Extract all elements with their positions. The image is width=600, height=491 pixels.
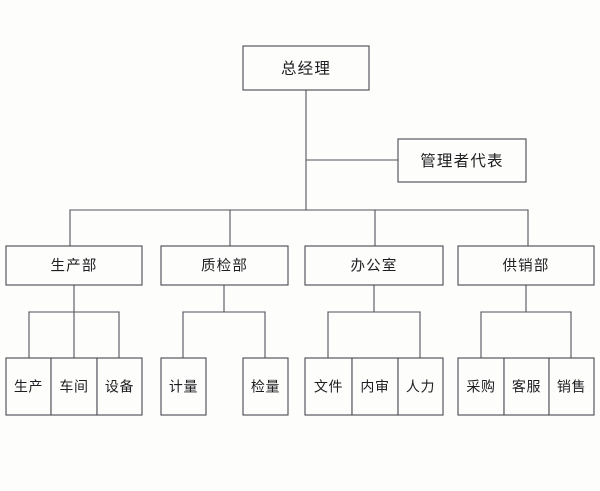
node-unit-sales-label: 销售	[557, 380, 586, 396]
node-unit-purchasing-label: 采购	[466, 380, 495, 396]
node-unit-human-resources[interactable]: 人力	[397, 357, 444, 416]
node-department-office-frame	[304, 245, 444, 286]
node-department-production-label: 生产部	[50, 258, 97, 275]
node-unit-sales-frame	[548, 357, 595, 416]
node-department-supply-marketing[interactable]: 供销部	[457, 245, 595, 286]
node-unit-workshop[interactable]: 车间	[50, 357, 98, 416]
node-unit-internal-audit[interactable]: 内审	[351, 357, 399, 416]
node-unit-production-frame	[5, 357, 52, 416]
node-general-manager-frame	[242, 45, 370, 91]
node-unit-inspection-frame	[242, 357, 289, 416]
node-unit-human-resources-label: 人力	[406, 380, 435, 396]
node-unit-internal-audit-frame	[351, 357, 399, 416]
node-department-office-label: 办公室	[350, 258, 397, 275]
node-department-supply-marketing-label: 供销部	[502, 258, 549, 275]
node-unit-customer-service-label: 客服	[512, 379, 541, 396]
node-unit-metering-frame	[160, 357, 207, 416]
connector-layer	[28, 89, 572, 359]
node-management-representative-label: 管理者代表	[420, 152, 504, 170]
node-management-representative[interactable]: 管理者代表	[397, 138, 527, 183]
node-department-quality-inspection-frame	[160, 245, 289, 286]
node-department-production[interactable]: 生产部	[5, 245, 143, 286]
node-unit-production[interactable]: 生产	[5, 357, 52, 416]
node-unit-internal-audit-label: 内审	[360, 380, 389, 396]
node-general-manager-label: 总经理	[281, 60, 331, 78]
node-department-quality-inspection-label: 质检部	[201, 258, 248, 275]
node-unit-documents-label: 文件	[314, 380, 343, 396]
node-unit-equipment-frame	[96, 357, 143, 416]
node-unit-workshop-label: 车间	[59, 379, 88, 396]
node-department-supply-marketing-frame	[457, 245, 595, 286]
node-unit-equipment-label: 设备	[105, 379, 134, 396]
node-unit-customer-service[interactable]: 客服	[503, 357, 550, 416]
node-unit-metering-label: 计量	[169, 380, 198, 396]
node-unit-inspection-label: 检量	[251, 380, 280, 396]
node-unit-purchasing-frame	[457, 357, 505, 416]
node-general-manager[interactable]: 总经理	[242, 45, 370, 91]
node-unit-human-resources-frame	[397, 357, 444, 416]
node-unit-documents[interactable]: 文件	[304, 357, 353, 416]
node-unit-customer-service-frame	[503, 357, 550, 416]
node-layer: 总经理管理者代表生产部 质检部 办公室 供销部生产车间设备 计量 检量 文件 内审 人力 采购 客服…	[5, 45, 595, 416]
node-unit-metering[interactable]: 计量	[160, 357, 207, 416]
node-unit-sales[interactable]: 销售	[548, 357, 595, 416]
node-unit-inspection[interactable]: 检量	[242, 357, 289, 416]
node-unit-purchasing[interactable]: 采购	[457, 357, 505, 416]
node-department-quality-inspection[interactable]: 质检部	[160, 245, 289, 286]
node-unit-equipment[interactable]: 设备	[96, 357, 143, 416]
node-unit-production-label: 生产	[14, 380, 43, 396]
node-unit-documents-frame	[304, 357, 353, 416]
node-unit-workshop-frame	[50, 357, 98, 416]
node-department-office[interactable]: 办公室	[304, 245, 444, 286]
node-management-representative-frame	[397, 138, 527, 183]
node-department-production-frame	[5, 245, 143, 286]
